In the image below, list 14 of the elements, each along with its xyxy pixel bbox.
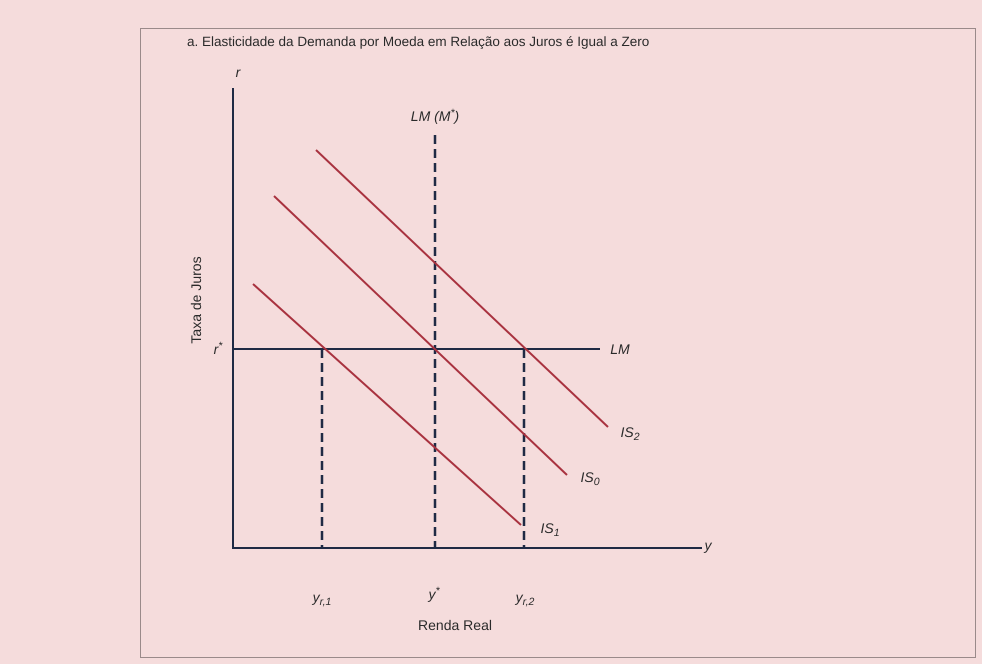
axis-label: r [236, 65, 240, 79]
tick-label: y$_{r,2}$ [516, 590, 534, 604]
axis-label: y [704, 538, 712, 552]
axis-title: Renda Real [418, 618, 492, 632]
chart-title: a. Elasticidade da Demanda por Moeda em Relação aos Juros é Igual a Zero [187, 33, 650, 51]
axis-title: Taxa de Juros [189, 256, 203, 344]
curve-label: IS$_{1}$ [540, 521, 560, 535]
curve-label: LM [610, 342, 630, 356]
curve-label: IS$_{2}$ [620, 425, 640, 439]
tick-label: y$_{r,1}$ [312, 590, 332, 604]
tick-label: r$^{*}$ [214, 342, 222, 356]
curve-label: IS$_{0}$ [580, 470, 600, 484]
tick-label: y$^{*}$ [428, 587, 440, 601]
curve-label: LM (M$^{*}$) [410, 109, 460, 123]
